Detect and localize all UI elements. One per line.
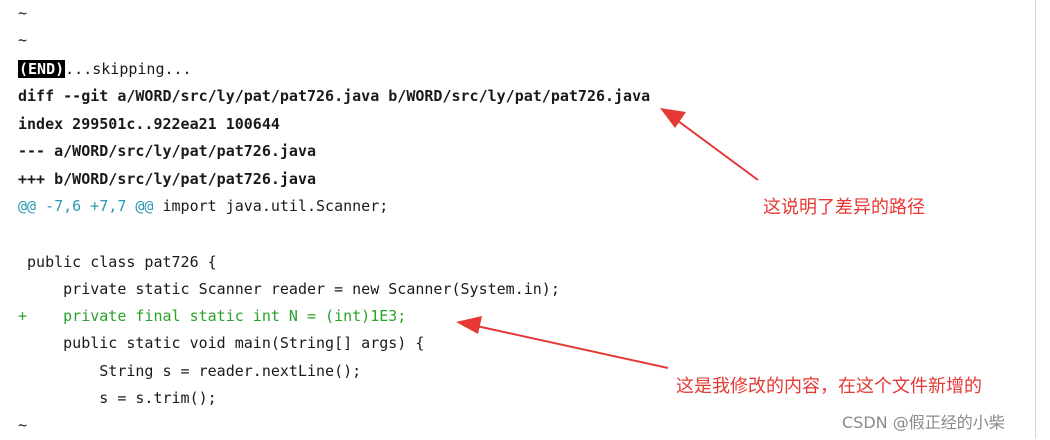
watermark: CSDN @假正经的小柴: [842, 413, 1005, 432]
tilde-line: ~: [18, 31, 28, 49]
hunk-range: @@ -7,6 +7,7 @@: [18, 197, 154, 215]
code-line: s = s.trim();: [18, 389, 217, 407]
plus-file-line: +++ b/WORD/src/ly/pat/pat726.java: [18, 170, 317, 188]
code-line: public static void main(String[] args) {: [18, 334, 425, 352]
added-code-line: + private final static int N = (int)1E3;: [18, 307, 407, 325]
hunk-context: import java.util.Scanner;: [153, 197, 389, 215]
index-line: index 299501c..922ea21 100644: [18, 115, 280, 133]
diff-header-line: diff --git a/WORD/src/ly/pat/pat726.java…: [18, 87, 651, 105]
tilde-line: ~: [18, 416, 28, 434]
code-line: public class pat726 {: [18, 253, 217, 271]
change-annotation: 这是我修改的内容，在这个文件新增的: [676, 376, 982, 397]
hunk-header-line: @@ -7,6 +7,7 @@ import java.util.Scanner…: [18, 193, 388, 220]
pager-end-line: (END)...skipping...: [18, 56, 192, 83]
path-annotation: 这说明了差异的路径: [763, 197, 925, 218]
arrow-to-added-line-icon: [456, 316, 669, 369]
skipping-text: ...skipping...: [65, 60, 192, 78]
arrow-to-path-icon: [660, 108, 759, 181]
code-line: private static Scanner reader = new Scan…: [18, 280, 560, 298]
end-marker: (END): [18, 60, 66, 78]
tilde-line: ~: [18, 4, 28, 22]
code-line: String s = reader.nextLine();: [18, 362, 362, 380]
minus-file-line: --- a/WORD/src/ly/pat/pat726.java: [18, 142, 317, 160]
